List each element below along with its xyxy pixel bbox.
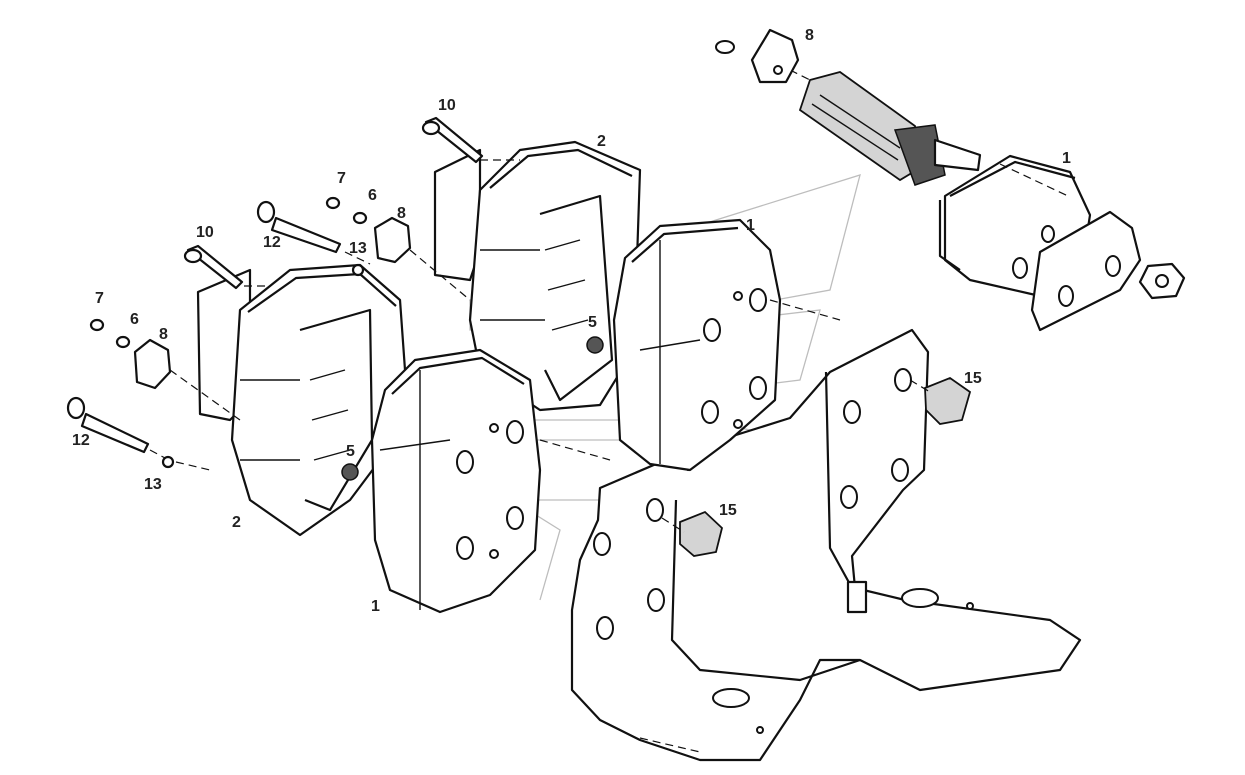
callout-6-left: 6 [130, 311, 139, 328]
callout-10-top: 10 [438, 97, 456, 114]
callout-8-top: 8 [805, 27, 814, 44]
callout-5-upper: 5 [588, 314, 597, 331]
callout-15-mid: 15 [719, 502, 737, 519]
lamp-housing-upper [433, 140, 642, 412]
lamp-lens-lower [370, 348, 542, 614]
callout-13-top: 13 [349, 240, 367, 257]
hardware [66, 116, 972, 557]
callout-15-right: 15 [964, 370, 982, 387]
lamp-lens-upper [612, 218, 782, 472]
callout-7-top: 7 [337, 170, 346, 187]
callout-8-mid: 8 [397, 205, 406, 222]
callout-labels: 8 1 10 2 7 6 8 1 12 13 10 7 6 8 5 15 12 … [72, 27, 1071, 615]
lamp-housing-lower [196, 263, 407, 537]
callout-1-right: 1 [1062, 150, 1071, 167]
callout-2-left: 2 [232, 514, 241, 531]
callout-12-top: 12 [263, 234, 281, 251]
callout-12-left: 12 [72, 432, 90, 449]
callout-10-left: 10 [196, 224, 214, 241]
callout-1-bottom: 1 [371, 598, 380, 615]
callout-13-left: 13 [144, 476, 162, 493]
callout-1-mid: 1 [746, 217, 755, 234]
callout-7-left: 7 [95, 290, 104, 307]
mounting-bracket [570, 328, 1082, 762]
callout-8-left: 8 [159, 326, 168, 343]
callout-6-top: 6 [368, 187, 377, 204]
lamp-unit-top-right [715, 28, 1186, 332]
callout-2-top: 2 [597, 133, 606, 150]
callout-5-lower: 5 [346, 443, 355, 460]
